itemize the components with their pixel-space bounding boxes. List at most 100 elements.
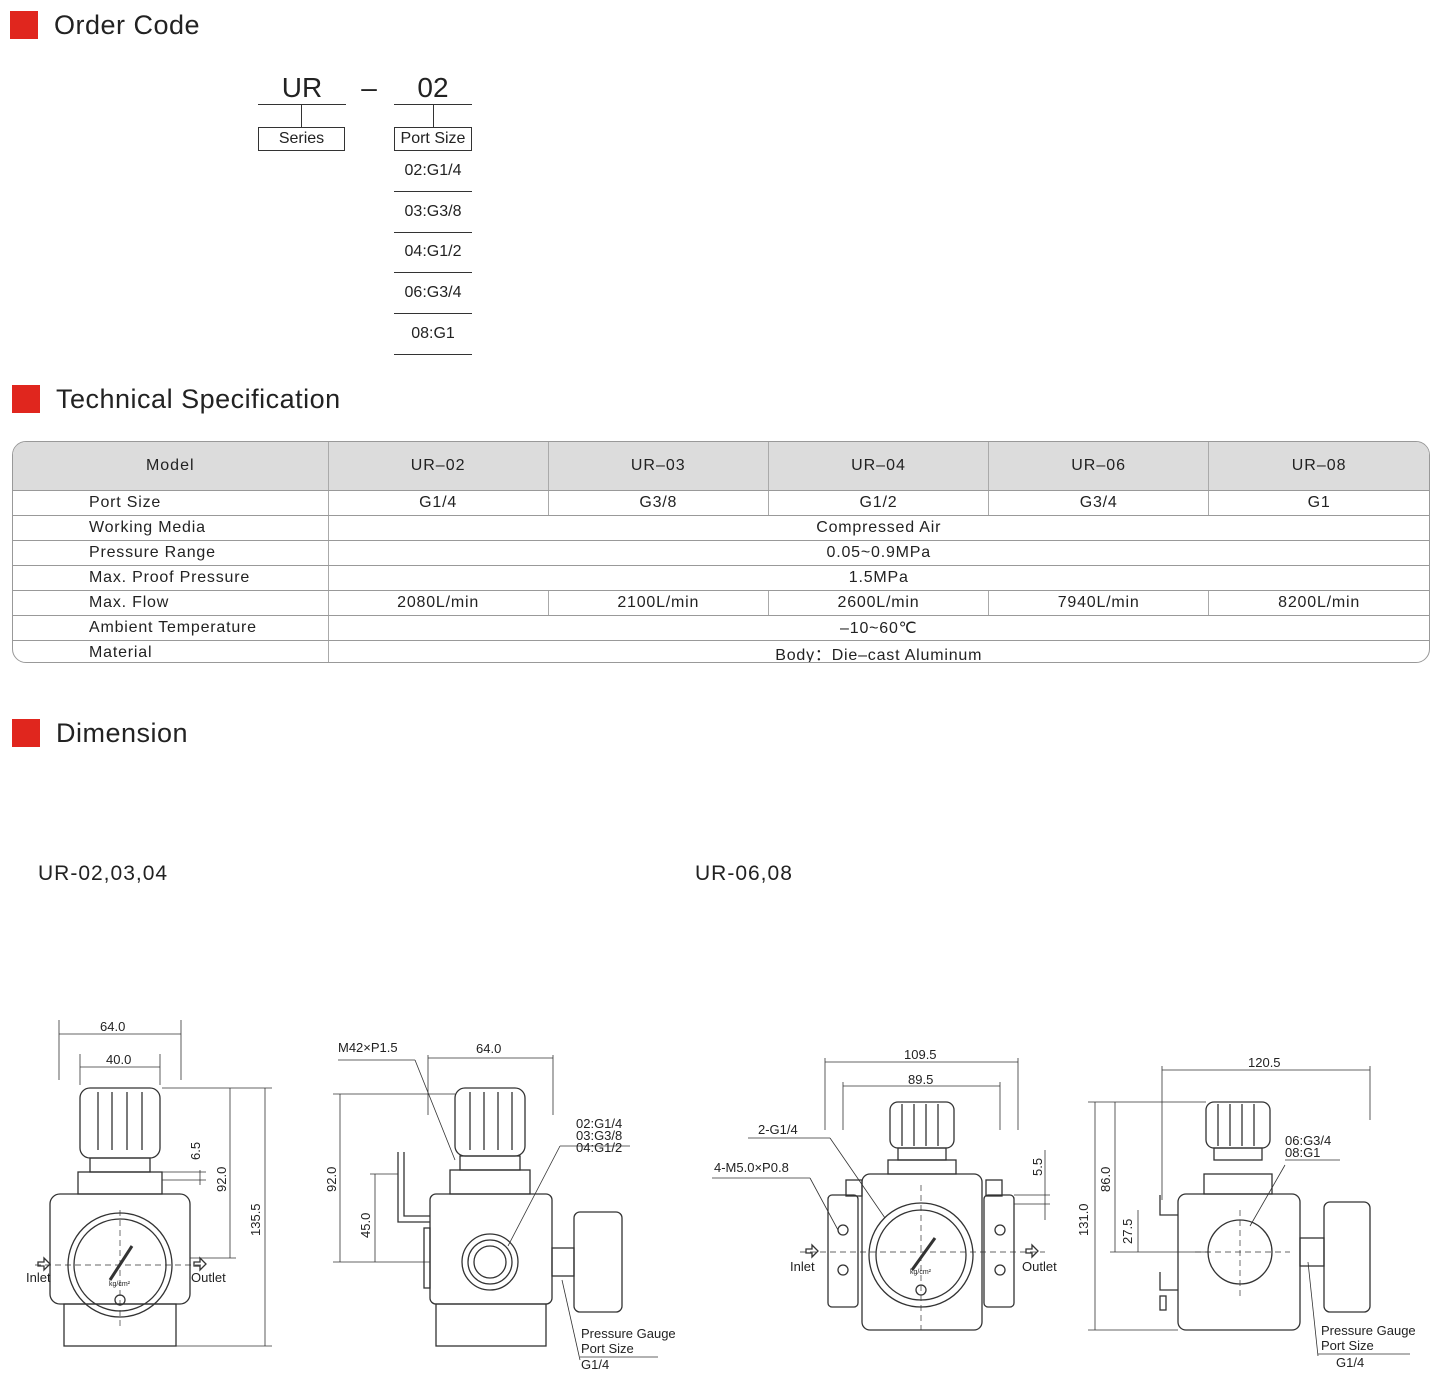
section-marker — [10, 11, 38, 39]
outlet-label: Outlet — [1022, 1259, 1057, 1274]
dim-label: 64.0 — [476, 1041, 501, 1056]
header-cell: UR–04 — [768, 442, 990, 491]
gauge-note: Pressure Gauge — [581, 1326, 676, 1341]
spec-header-row: Model UR–02 UR–03 UR–04 UR–06 UR–08 — [13, 442, 1429, 491]
code-dash: – — [361, 72, 377, 103]
dim-label: 64.0 — [100, 1019, 125, 1034]
table-row: Ambient Temperature –10~60℃ — [13, 615, 1429, 641]
table-cell: 8200L/min — [1208, 590, 1429, 616]
table-cell: G3/4 — [988, 490, 1210, 516]
option-divider — [394, 272, 472, 273]
port-option: 03:G3/8 — [404, 203, 462, 220]
front-view-large — [712, 1058, 1050, 1331]
gauge-note: Port Size — [581, 1341, 634, 1356]
option-divider — [394, 313, 472, 314]
section-header-dimension: Dimension — [12, 718, 188, 748]
section-header-order-code: Order Code — [10, 10, 200, 40]
dimension-drawings: 64.0 40.0 6.5 92.0 135.5 Inlet Outlet kg… — [26, 1019, 1416, 1372]
table-row: Material Body：Die–cast Aluminum — [13, 640, 1429, 663]
series-code: UR — [281, 72, 323, 103]
front-view-small — [35, 1020, 272, 1347]
header-cell: UR–08 — [1208, 442, 1429, 491]
table-row: Working Media Compressed Air — [13, 515, 1429, 541]
port-option: 08:G1 — [411, 325, 455, 342]
port-code: 02 — [417, 72, 449, 103]
table-cell: G1/4 — [328, 490, 549, 516]
dim-label: 120.5 — [1248, 1055, 1281, 1070]
dim-label: 40.0 — [106, 1052, 131, 1067]
series-label: Series — [258, 127, 345, 151]
outlet-label: Outlet — [191, 1270, 226, 1285]
header-cell: Model — [13, 442, 329, 491]
dim-label: 92.0 — [214, 1167, 229, 1192]
port-label: 2-G1/4 — [758, 1122, 798, 1137]
spec-table: Model UR–02 UR–03 UR–04 UR–06 UR–08 Port… — [13, 442, 1429, 663]
spec-table-container: Model UR–02 UR–03 UR–04 UR–06 UR–08 Port… — [12, 441, 1430, 663]
holes-label: 4-M5.0×P0.8 — [714, 1160, 789, 1175]
table-row: Max. Flow 2080L/min 2100L/min 2600L/min … — [13, 590, 1429, 616]
row-label: Max. Proof Pressure — [13, 565, 329, 591]
dim-label: 27.5 — [1120, 1219, 1135, 1244]
series-connector — [301, 104, 302, 127]
port-note: 08:G1 — [1285, 1145, 1320, 1160]
table-cell: –10~60℃ — [328, 615, 1429, 641]
table-cell: 1.5MPa — [328, 565, 1429, 591]
row-label: Working Media — [13, 515, 329, 541]
dim-label: 86.0 — [1098, 1167, 1113, 1192]
dim-label: 131.0 — [1076, 1203, 1091, 1236]
section-title: Order Code — [54, 9, 201, 40]
gauge-note: G1/4 — [1336, 1355, 1364, 1370]
dim-label: 45.0 — [358, 1213, 373, 1238]
inlet-label: Inlet — [26, 1270, 51, 1285]
row-label: Material — [13, 640, 329, 662]
gauge-unit: kg/cm² — [910, 1269, 932, 1276]
table-cell: 2600L/min — [768, 590, 990, 616]
port-note: 06:G3/4 — [1285, 1133, 1331, 1148]
gauge-note: Port Size — [1321, 1338, 1374, 1353]
table-cell: 2100L/min — [548, 590, 769, 616]
dim-label: 6.5 — [188, 1142, 203, 1160]
gauge-note: G1/4 — [581, 1357, 609, 1372]
thread-label: M42×P1.5 — [338, 1040, 398, 1055]
port-note: 02:G1/4 — [576, 1116, 622, 1131]
header-cell: UR–02 — [328, 442, 549, 491]
option-divider — [394, 232, 472, 233]
dim-label: 89.5 — [908, 1072, 933, 1087]
port-option: 02:G1/4 — [404, 162, 462, 179]
table-row: Pressure Range 0.05~0.9MPa — [13, 540, 1429, 566]
series-underline — [258, 104, 346, 105]
table-cell: Compressed Air — [328, 515, 1429, 541]
port-size-label: Port Size — [394, 127, 472, 151]
section-marker — [12, 719, 40, 747]
gauge-note: Pressure Gauge — [1321, 1323, 1416, 1338]
gauge-unit: kg/cm² — [109, 1281, 131, 1288]
table-cell: G3/8 — [548, 490, 769, 516]
option-divider — [394, 191, 472, 192]
row-label: Pressure Range — [13, 540, 329, 566]
section-marker — [12, 385, 40, 413]
port-option: 04:G1/2 — [404, 243, 462, 260]
table-row: Max. Proof Pressure 1.5MPa — [13, 565, 1429, 591]
table-cell: 7940L/min — [988, 590, 1210, 616]
table-row: Port Size G1/4 G3/8 G1/2 G3/4 G1 — [13, 490, 1429, 516]
section-header-tech-spec: Technical Specification — [12, 384, 341, 414]
side-view-small — [333, 1055, 658, 1361]
dim-label: 5.5 — [1030, 1158, 1045, 1176]
row-label: Port Size — [13, 490, 329, 516]
header-cell: UR–03 — [548, 442, 769, 491]
table-cell: 0.05~0.9MPa — [328, 540, 1429, 566]
row-label: Max. Flow — [13, 590, 329, 616]
port-connector — [433, 104, 434, 127]
header-cell: UR–06 — [988, 442, 1210, 491]
dimension-subtitle-right: UR-06,08 — [695, 862, 793, 885]
port-note: 04:G1/2 — [576, 1140, 622, 1155]
table-cell: G1/2 — [768, 490, 990, 516]
table-cell: G1 — [1208, 490, 1429, 516]
table-cell: Body：Die–cast Aluminum — [775, 647, 983, 663]
inlet-label: Inlet — [790, 1259, 815, 1274]
dim-label: 92.0 — [324, 1167, 339, 1192]
section-title: Dimension — [56, 717, 189, 748]
option-divider — [394, 354, 472, 355]
row-label: Ambient Temperature — [13, 615, 329, 641]
port-option: 06:G3/4 — [404, 284, 462, 301]
